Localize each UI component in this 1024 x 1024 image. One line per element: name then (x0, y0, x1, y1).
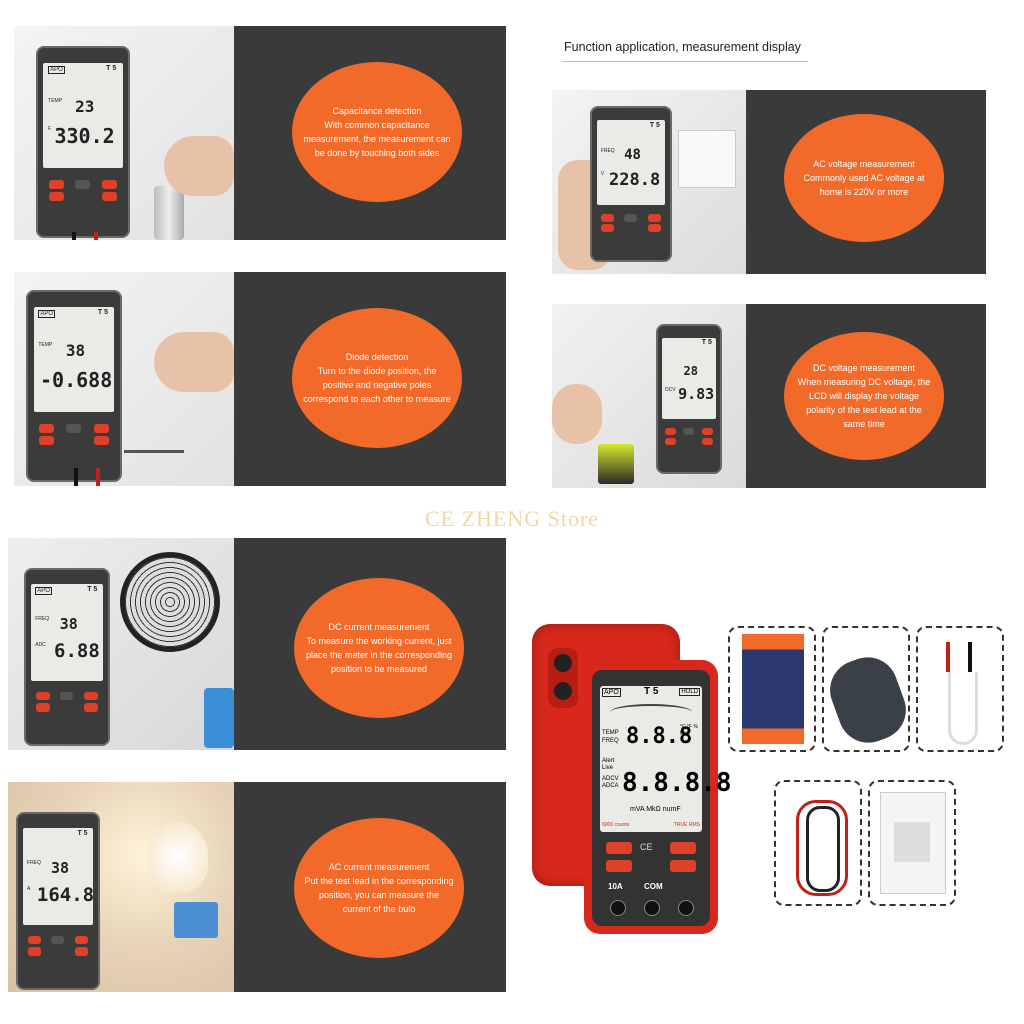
units-top: °C °F % MHz (680, 724, 698, 737)
description-text: AC voltage measurement Commonly used AC … (803, 159, 925, 197)
description-text: Diode detection Turn to the diode positi… (303, 352, 451, 404)
multimeter-front: APO T 5 HOLD TEMP FREQ 8.8.8 °C °F % MHz… (584, 660, 732, 934)
label-alert: Alert (602, 758, 615, 764)
description-text: Capacitance detection With common capaci… (303, 106, 451, 158)
hand-icon (552, 384, 602, 444)
hand-icon (154, 332, 234, 392)
mode-button[interactable] (606, 860, 632, 872)
power-button[interactable] (606, 842, 632, 854)
description-circle: AC voltage measurement Commonly used AC … (784, 114, 944, 242)
description-text: AC current measurement Put the test lead… (304, 862, 454, 914)
label-live: Live (602, 765, 614, 771)
wall-socket-icon (678, 130, 736, 188)
true-rms-label: TRUE RMS (673, 822, 700, 828)
select-button[interactable] (670, 860, 696, 872)
label-10a: 10A (608, 882, 623, 891)
diode-icon (124, 450, 184, 453)
bulb-icon (148, 822, 208, 892)
description-circle: DC current measurement To measure the wo… (294, 578, 464, 718)
counts-label: 6000 counts (602, 822, 630, 828)
brand-label: APO (602, 688, 621, 697)
fan-icon (120, 552, 220, 652)
range-button[interactable] (670, 842, 696, 854)
label-adcv: ADCV (602, 776, 619, 782)
label-com: COM (644, 882, 663, 891)
capacitor-icon (154, 186, 184, 240)
section-title: Function application, measurement displa… (564, 40, 801, 54)
jack-v (678, 900, 694, 916)
accessory-box-packaging (728, 626, 816, 752)
description-circle: Diode detection Turn to the diode positi… (292, 308, 462, 448)
jack-com (644, 900, 660, 916)
accessory-box-test-leads (774, 780, 862, 906)
description-circle: AC current measurement Put the test lead… (294, 818, 464, 958)
ce-mark: CE (640, 842, 653, 852)
hand-icon (164, 136, 234, 196)
accessory-box-pouch (822, 626, 910, 752)
store-watermark: CE ZHENG Store (424, 506, 600, 531)
description-text: DC current measurement To measure the wo… (305, 622, 453, 674)
title-underline (562, 61, 808, 62)
label-freq: FREQ (602, 738, 619, 744)
units-bottom: mVA MkΩ numF (630, 806, 681, 813)
power-strip-icon (204, 688, 234, 748)
battery-icon (598, 444, 634, 484)
socket-icon (174, 902, 218, 938)
display-top: 8.8.8 (626, 724, 693, 749)
description-circle: Capacitance detection With common capaci… (292, 62, 462, 202)
description-circle: DC voltage measurement When measuring DC… (784, 332, 944, 460)
label-adca: ADCA (602, 783, 619, 789)
display-bottom: 8.8.8.8 (622, 768, 732, 798)
jack-10a (610, 900, 626, 916)
analog-scale (610, 704, 692, 720)
description-text: DC voltage measurement When measuring DC… (797, 363, 931, 429)
label-temp: TEMP (602, 730, 619, 736)
accessory-box-thermocouple (916, 626, 1004, 752)
hold-label: HOLD (679, 688, 700, 696)
accessory-box-manual (868, 780, 956, 906)
model-label: T 5 (644, 686, 659, 697)
